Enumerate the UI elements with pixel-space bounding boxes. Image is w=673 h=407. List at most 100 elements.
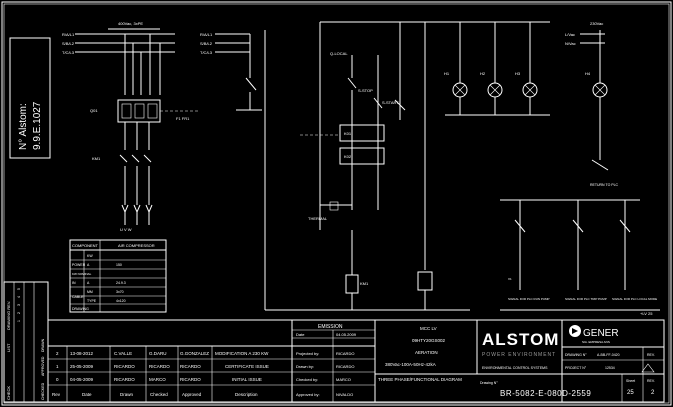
gener-sub: SIA. EMPRESA ANS [582, 340, 610, 344]
component-key-a: A [87, 263, 90, 267]
sheet-value: 25 [627, 390, 634, 396]
drawing-no-label: DRAWING N° [565, 353, 587, 357]
component-group-in: IN [72, 281, 76, 285]
side-drawing-rev: DRAWING REV. [6, 301, 11, 330]
plc-signals: SIGNAL FOR PLC RUN PUMP SIGNAL FOR PLC T… [500, 199, 660, 316]
alstom-number-line1: N° Alstom: [18, 103, 29, 150]
project-line3: AERATION [415, 350, 438, 355]
motor-output-label: U V W [120, 227, 132, 232]
km1-label: KM1 [92, 156, 101, 161]
rev-row3-date: 04-05-2009 [70, 377, 94, 382]
component-key-in-a: A [87, 281, 90, 285]
project-no-label: PROJECT N° [565, 366, 587, 370]
q1-label: Q01 [90, 108, 98, 113]
alstom-sub1: POWER ENVIRONMENT [482, 352, 556, 358]
km1-coil-label: KM1 [360, 281, 369, 286]
disconnect-label: Q-LOCAL [330, 51, 348, 56]
title-block: CHECK LIST DRAWING REV. CHECKED APPROVED… [3, 281, 665, 403]
side-checked: CHECKED [41, 382, 45, 400]
plc-return-label: RETURN TO PLC [590, 183, 619, 187]
emission-drawn-value: RICARDO [336, 364, 354, 369]
rev-row1-date: 13-08-2012 [70, 351, 94, 356]
side-rev-1: 1 [17, 320, 21, 322]
center-feed-l1: R/A/L1 [200, 32, 213, 37]
fr1-label: F1 FR1 [176, 116, 190, 121]
terminal-x1-label: X1 [508, 277, 512, 281]
gener-logo-text: GENER [583, 328, 619, 339]
emission-projected-value: RICARDO [336, 351, 354, 356]
drawing-number-label: Drawing N° [480, 381, 498, 385]
side-drawn: DRAWN [41, 338, 45, 352]
side-approved: APPROVED [41, 356, 45, 376]
rev-row1-checked: G.DARU [149, 351, 167, 356]
right-top-label: 230Vac [590, 21, 603, 26]
right-feed-n: N/Vac [565, 41, 576, 46]
side-rev-3: 3 [17, 304, 21, 306]
component-key-mm: MM [87, 290, 93, 294]
rev-bottom-value: 2 [651, 390, 655, 396]
rev-row2-drawn: RICARDO [114, 364, 135, 369]
component-key-type: TYPE [87, 299, 97, 303]
project-no-value: 12534 [605, 366, 615, 370]
emission-date-value: 04.05.2009 [336, 332, 357, 337]
side-rev-2: 2 [17, 312, 21, 314]
rev-row2-checked: RICARDO [149, 364, 170, 369]
stop-button-label: S-STOP [358, 88, 373, 93]
component-value-type: 4x120 [116, 299, 126, 303]
right-feed-l: L/Vac [565, 32, 575, 37]
emission-drawn-label: Drawn by: [296, 364, 314, 369]
drawing-number-value: BR-5082-E-080D-2559 [500, 389, 591, 398]
rev-row3-drawn: RICARDO [114, 377, 135, 382]
left-feed-l3: T/C/L3 [62, 50, 75, 55]
right-feed: 230Vac L/Vac N/Vac RETURN TO PLC [565, 21, 619, 187]
rev-top-label: REV. [647, 353, 655, 357]
component-group-drawing: DRAWING [72, 307, 89, 311]
project-line5: THREE PHASE/FUNCTIONAL DIAGRAM [378, 377, 462, 382]
k02-label: K02 [344, 154, 352, 159]
rev-row1-desc: MODIFICATION A 230 KW [215, 351, 269, 356]
emission-checked-label: Checked by: [296, 377, 318, 382]
emission-checked-value: MARCO [336, 377, 351, 382]
emission-date-label: Date [296, 332, 305, 337]
lamp-h1-label: H1 [444, 71, 450, 76]
emission-title: EMISSION [318, 324, 343, 330]
plc-signal-1: SIGNAL FOR PLC RUN PUMP [508, 297, 550, 301]
rev-row3-desc: INITIAL ISSUE [232, 377, 262, 382]
rev-row2-desc: CERTIFICATE ISSUE [225, 364, 269, 369]
rev-footer-drawn: Drawn [120, 392, 134, 397]
component-value-a: 150 [116, 263, 122, 267]
side-check: CHECK [6, 386, 11, 400]
lamp-h4-label: H4 [585, 71, 591, 76]
left-feed-l1: R/A/L1 [62, 32, 75, 37]
warning-triangle-icon [641, 363, 655, 373]
emission-projected-label: Projected by: [296, 351, 319, 356]
lamp-h3-label: H3 [515, 71, 521, 76]
component-key-kw: KW [87, 254, 93, 258]
rev-footer-date: Date [82, 392, 92, 397]
left-feed-l2: S/B/L2 [62, 41, 75, 46]
rev-row3-rev: 0 [56, 377, 59, 382]
rev-footer-desc: Description [235, 392, 258, 397]
k01-label: K01 [344, 131, 352, 136]
component-table: COMPONENT AIR COMPRESSOR POWER KW A 150 … [69, 239, 167, 313]
indicator-lamps: H1 H2 H3 H4 [444, 60, 608, 116]
emission-approved-value: NIVALDO [336, 392, 353, 397]
side-list: LIST [6, 343, 11, 352]
alstom-sub2: ENVIRONMENTAL CONTROL SYSTEMS [482, 366, 548, 370]
power-circuit: 400Vac, 3xPE R/A/L1 S/B/L2 T/C/L3 Q01 F1… [62, 21, 198, 232]
component-value-mm: 3x70 [116, 290, 124, 294]
start-button-label: S-START [382, 100, 399, 105]
lamp-h2-label: H2 [480, 71, 486, 76]
plc-signal-3: SIGNAL FOR PLC LOCAL MODE [612, 297, 657, 301]
rev-footer-checked: Checked [150, 392, 168, 397]
sheet-label: Sheet [626, 379, 635, 383]
rev-row2-rev: 1 [56, 364, 59, 369]
aux-label: +LV 25 [640, 311, 653, 316]
rev-row3-approved: RICARDO [180, 377, 201, 382]
project-line2: 09HTY20GS002 [412, 338, 446, 343]
rev-row2-date: 25-05-2009 [70, 364, 94, 369]
thermal-label: THERMAL [308, 216, 328, 221]
center-feed-l2: S/B/L2 [200, 41, 213, 46]
component-header-1: COMPONENT [72, 243, 99, 248]
